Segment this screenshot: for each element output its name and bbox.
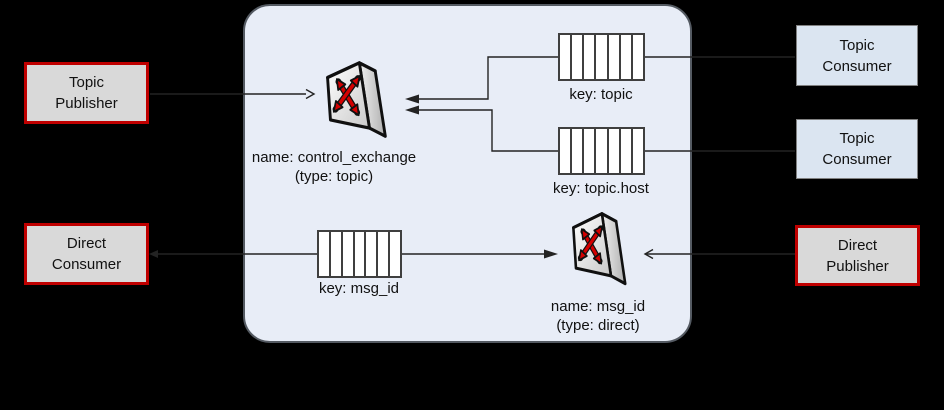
direct-consumer-box: Direct Consumer xyxy=(24,223,149,285)
control-exchange-name: name: control_exchange xyxy=(251,149,417,166)
control-exchange-icon xyxy=(326,61,387,138)
msgid-exchange-label: name: msg_id (type: direct) xyxy=(498,297,698,335)
queue-cell xyxy=(377,231,390,277)
queue-cell xyxy=(341,231,354,277)
solid-arrowhead-icon xyxy=(149,250,158,258)
queue-cell xyxy=(607,128,620,174)
topic-publisher-label-2: Publisher xyxy=(55,95,118,112)
topic-consumer-1-box: Topic Consumer xyxy=(796,25,918,86)
queue-cell xyxy=(619,128,632,174)
direct-publisher-label-1: Direct xyxy=(837,236,878,254)
topic-publisher-box: Topic Publisher xyxy=(24,62,149,124)
queue-topic-label: key: topic xyxy=(569,86,633,103)
topic-consumer-2-label-2: Consumer xyxy=(822,151,892,168)
direct-consumer-label-1: Direct xyxy=(66,235,107,252)
queue-msgid-icon xyxy=(317,230,402,278)
queue-cell xyxy=(619,34,632,80)
queue-cell xyxy=(595,34,608,80)
queue-cell xyxy=(353,231,366,277)
queue-cell xyxy=(389,231,402,277)
control-exchange-label: name: control_exchange (type: topic) xyxy=(234,148,434,186)
msgid-exchange-name: name: msg_id xyxy=(550,298,646,315)
queue-topic-host-icon xyxy=(558,127,645,175)
queue-cell xyxy=(631,34,644,80)
queue-topic-host-label: key: topic.host xyxy=(553,180,649,197)
queue-cell xyxy=(318,231,330,277)
topic-consumer-1-label-2: Consumer xyxy=(822,57,892,75)
queue-topic-icon xyxy=(558,33,645,81)
queue-cell xyxy=(571,128,584,174)
queue-cell xyxy=(631,128,644,174)
topic-consumer-2-label-1: Topic xyxy=(839,130,875,147)
queue-cell xyxy=(559,128,572,174)
msgid-exchange-icon xyxy=(572,212,627,286)
queue-cell xyxy=(583,34,596,80)
queue-cell xyxy=(571,34,584,80)
direct-publisher-box: Direct Publisher xyxy=(795,225,920,286)
direct-publisher-label-2: Publisher xyxy=(826,257,889,275)
queue-cell xyxy=(559,34,572,80)
queue-cell xyxy=(583,128,596,174)
control-exchange-type: (type: topic) xyxy=(294,168,374,185)
queue-cell xyxy=(329,231,342,277)
topic-publisher-label-1: Topic xyxy=(68,74,105,91)
topic-consumer-2-box: Topic Consumer xyxy=(796,119,918,179)
queue-msgid-label: key: msg_id xyxy=(318,280,400,297)
queue-cell xyxy=(595,128,608,174)
queue-cell xyxy=(607,34,620,80)
queue-cell xyxy=(365,231,378,277)
topic-consumer-1-label-1: Topic xyxy=(839,36,875,54)
msgid-exchange-type: (type: direct) xyxy=(556,317,640,334)
direct-consumer-label-2: Consumer xyxy=(51,256,122,273)
